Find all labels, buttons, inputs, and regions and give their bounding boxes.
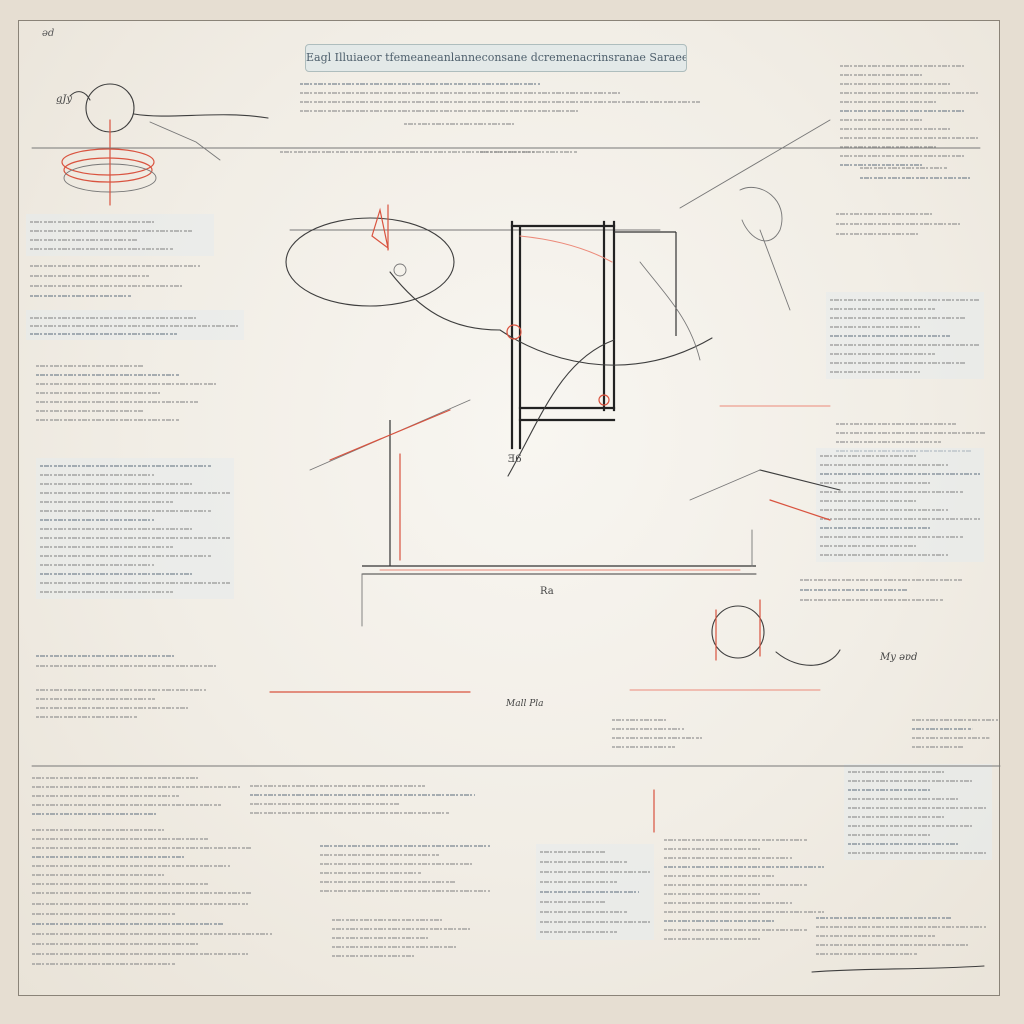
scribble-text-blocks — [26, 65, 998, 965]
orbit-sketch — [285, 204, 501, 331]
central-frame — [499, 220, 713, 477]
scribble-box — [26, 310, 244, 340]
frame-base-mark: Ra — [540, 586, 554, 597]
ring-sketch — [61, 83, 269, 206]
scribble-box — [844, 764, 992, 860]
top-left-mark: gJy — [56, 94, 72, 105]
title-banner: Eagl Illuiaeor tfemeaneanlanneconsane dc… — [305, 44, 687, 72]
right-mid-mark: My ǝɐd — [879, 652, 917, 663]
lower-frame — [361, 420, 757, 627]
lower-mid-mark: Mall Pla — [505, 699, 544, 709]
right-circle-sketch — [711, 599, 841, 666]
scribble-box — [536, 844, 654, 940]
corner-mark: ǝd — [42, 28, 55, 39]
frame-corner-mark: Ǝ6 — [508, 454, 522, 465]
scribble-box — [816, 448, 984, 562]
